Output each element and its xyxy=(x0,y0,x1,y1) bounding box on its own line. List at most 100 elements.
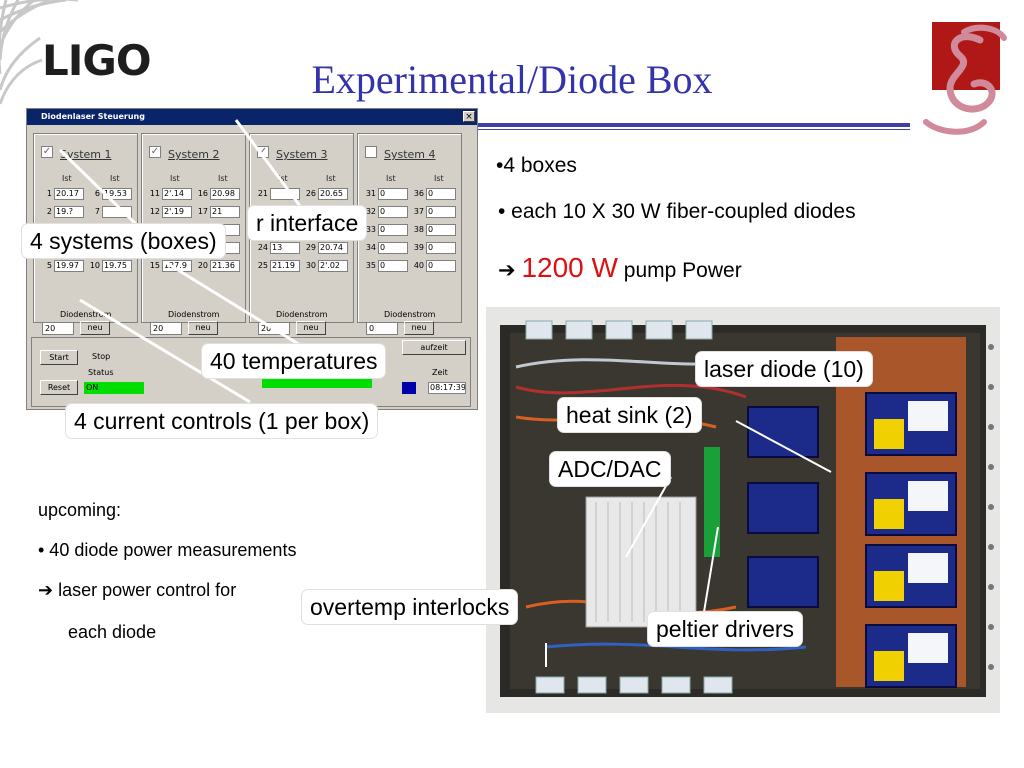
status-label: Status xyxy=(88,368,114,377)
temperature-field[interactable]: 0 xyxy=(378,224,408,236)
system-checkbox[interactable]: ✓ xyxy=(257,146,269,158)
channel-number: 36 xyxy=(413,189,424,198)
blue-indicator xyxy=(402,382,416,394)
power-suffix: pump Power xyxy=(623,259,742,282)
temperature-field[interactable]: 21 xyxy=(210,206,240,218)
system-checkbox[interactable]: ✓ xyxy=(149,146,161,158)
temperature-field[interactable]: 0 xyxy=(378,188,408,200)
system-checkbox[interactable] xyxy=(365,146,377,158)
temperature-field[interactable]: 13 xyxy=(270,242,300,254)
channel-number: 25 xyxy=(257,261,268,270)
callout-laser-diode: laser diode (10) xyxy=(696,352,872,386)
temperature-field[interactable]: 0 xyxy=(426,260,456,272)
arrow-icon: ➔ xyxy=(38,580,54,600)
upcoming-item-control: ➔ laser power control for xyxy=(38,580,237,600)
start-button[interactable]: Start xyxy=(40,350,78,365)
temperature-field[interactable]: 2'.14 xyxy=(162,188,192,200)
temperature-field[interactable]: 0 xyxy=(378,260,408,272)
channel-number: 7 xyxy=(94,207,100,216)
page-title: Experimental/Diode Box xyxy=(311,57,713,102)
channel-number: 11 xyxy=(149,189,160,198)
temperature-field[interactable]: 20.65 xyxy=(318,188,348,200)
channel-number: 29 xyxy=(305,243,316,252)
ist-header: Ist xyxy=(326,174,336,183)
diodenstrom-label: Diodenstrom xyxy=(384,310,436,319)
neu-button[interactable]: neu xyxy=(188,321,218,335)
channel-number: 16 xyxy=(197,189,208,198)
bullet-boxes: •4 boxes xyxy=(496,154,577,177)
title-underline-thin xyxy=(300,129,910,130)
temperature-field[interactable]: 0 xyxy=(426,206,456,218)
channel-number: 33 xyxy=(365,225,376,234)
zeit-field[interactable]: 08:17:39 xyxy=(428,382,466,394)
ist-header: Ist xyxy=(278,174,288,183)
channel-number: 17 xyxy=(197,207,208,216)
reset-button[interactable]: Reset xyxy=(40,380,78,395)
channel-number: 10 xyxy=(89,261,100,270)
current-field[interactable]: 20 xyxy=(258,322,290,335)
channel-number: 40 xyxy=(413,261,424,270)
temperature-field[interactable]: 21.36 xyxy=(210,260,240,272)
temperature-field[interactable] xyxy=(270,188,300,200)
diodenstrom-label: Diodenstrom xyxy=(168,310,220,319)
callout-heat-sink: heat sink (2) xyxy=(558,398,701,432)
aufzeit-button[interactable]: aufzeit xyxy=(402,340,466,355)
bullet-diodes: • each 10 X 30 W fiber-coupled diodes xyxy=(498,200,856,223)
channel-number: 38 xyxy=(413,225,424,234)
system-checkbox[interactable]: ✓ xyxy=(41,146,53,158)
channel-number: 35 xyxy=(365,261,376,270)
callout-systems: 4 systems (boxes) xyxy=(22,224,225,258)
callout-overtemp: overtemp interlocks xyxy=(302,590,518,624)
channel-number: 6 xyxy=(94,189,100,198)
temperature-field[interactable]: 0 xyxy=(426,188,456,200)
channel-number: 24 xyxy=(257,243,268,252)
current-field[interactable]: 0 xyxy=(366,322,398,335)
channel-number: 34 xyxy=(365,243,376,252)
system-label: System 1 xyxy=(60,148,112,161)
temperature-field[interactable]: 20.98 xyxy=(210,188,240,200)
ist-header: Ist xyxy=(434,174,444,183)
channel-number: 31 xyxy=(365,189,376,198)
institute-logo xyxy=(923,22,1007,135)
temperature-field[interactable]: 20.74 xyxy=(318,242,348,254)
upcoming-heading: upcoming: xyxy=(38,500,122,520)
neu-button[interactable]: neu xyxy=(296,321,326,335)
neu-button[interactable]: neu xyxy=(80,321,110,335)
current-field[interactable]: 20 xyxy=(42,322,74,335)
ist-header: Ist xyxy=(62,174,72,183)
temperature-field[interactable]: 127.9 xyxy=(162,260,192,272)
temperature-field[interactable]: 19.? xyxy=(54,206,84,218)
temperature-field[interactable]: 0 xyxy=(426,242,456,254)
temperature-field[interactable]: 19.75 xyxy=(102,260,132,272)
close-icon[interactable]: × xyxy=(463,111,475,122)
upcoming-item-each-diode: each diode xyxy=(68,622,157,642)
channel-number: 1 xyxy=(46,189,52,198)
temperature-field[interactable]: 0 xyxy=(378,206,408,218)
channel-number: 21 xyxy=(257,189,268,198)
temperature-field[interactable] xyxy=(102,206,132,218)
stop-label[interactable]: Stop xyxy=(92,352,111,361)
upcoming-item-measurements: • 40 diode power measurements xyxy=(38,540,297,560)
temperature-field[interactable]: 2'.19 xyxy=(162,206,192,218)
temperature-field[interactable]: 20.17 xyxy=(54,188,84,200)
callout-interface: r interface xyxy=(248,206,367,240)
current-field[interactable]: 20 xyxy=(150,322,182,335)
callout-current-controls: 4 current controls (1 per box) xyxy=(66,404,378,438)
channel-number: 32 xyxy=(365,207,376,216)
channel-number: 39 xyxy=(413,243,424,252)
temperature-field[interactable]: 19.97 xyxy=(54,260,84,272)
temperature-field[interactable]: 2'.02 xyxy=(318,260,348,272)
ist-header: Ist xyxy=(386,174,396,183)
temperature-field[interactable]: 19.53 xyxy=(102,188,132,200)
ist-header: Ist xyxy=(218,174,228,183)
temperature-field[interactable]: 0 xyxy=(426,224,456,236)
temperature-field[interactable]: 0 xyxy=(378,242,408,254)
neu-button[interactable]: neu xyxy=(404,321,434,335)
title-underline xyxy=(300,123,910,127)
channel-number: 5 xyxy=(46,261,52,270)
power-value: 1200 W xyxy=(521,252,618,283)
window-titlebar[interactable]: Diodenlaser Steuerung xyxy=(27,109,477,125)
callout-peltier: peltier drivers xyxy=(648,612,803,646)
zeit-label: Zeit xyxy=(432,368,448,377)
temperature-field[interactable]: 21.19 xyxy=(270,260,300,272)
